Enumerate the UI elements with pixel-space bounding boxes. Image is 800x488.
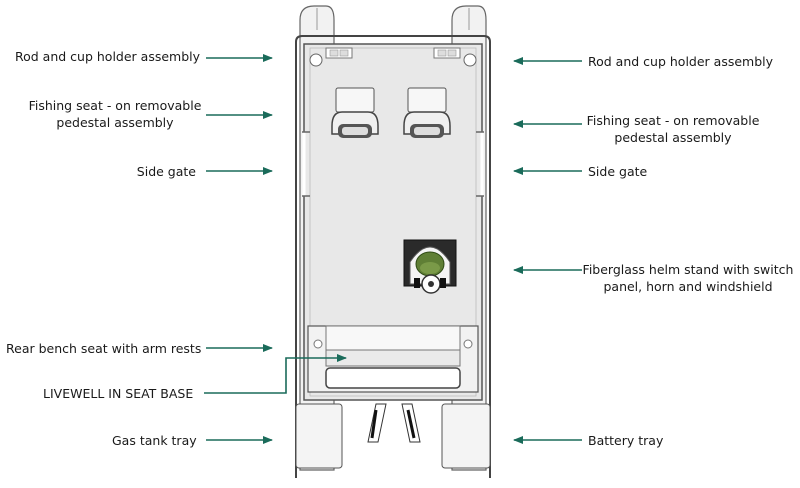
label-livewell: LIVEWELL IN SEAT BASE xyxy=(43,386,194,401)
label-rod-holder-right: Rod and cup holder assembly xyxy=(588,54,774,69)
arrow-livewell xyxy=(204,354,347,394)
fishing-seat-left xyxy=(331,87,379,138)
label-fishing-seat-right-line1: Fishing seat - on removable xyxy=(586,113,760,128)
label-fishing-seat-right-line2: pedestal assembly xyxy=(614,130,732,145)
side-gate-right xyxy=(476,131,484,197)
label-fishing-seat-left-line1: Fishing seat - on removable xyxy=(28,98,202,113)
motor-mount xyxy=(367,403,421,443)
rear-bench-seat xyxy=(307,325,479,393)
label-helm-line1: Fiberglass helm stand with switch xyxy=(582,262,794,277)
battery-tray xyxy=(441,403,491,469)
label-helm-line2: panel, horn and windshield xyxy=(603,279,773,294)
label-battery-tray: Battery tray xyxy=(588,433,664,448)
label-rear-bench: Rear bench seat with arm rests xyxy=(6,341,202,356)
label-side-gate-right: Side gate xyxy=(588,164,648,179)
label-helm: Fiberglass helm stand with switch panel,… xyxy=(580,261,796,295)
fishing-seat-right xyxy=(403,87,451,138)
label-side-gate-left: Side gate xyxy=(136,164,196,179)
label-gas-tray: Gas tank tray xyxy=(112,433,197,448)
side-gate-left xyxy=(302,131,310,197)
hull-frame xyxy=(295,35,491,478)
callout-arrows xyxy=(204,54,582,444)
gas-tank-tray xyxy=(295,403,343,469)
helm-stand xyxy=(403,239,457,294)
label-fishing-seat-right: Fishing seat - on removable pedestal ass… xyxy=(578,112,768,146)
label-rod-holder-left: Rod and cup holder assembly xyxy=(15,49,201,64)
label-fishing-seat-left-line2: pedestal assembly xyxy=(56,115,174,130)
label-fishing-seat-left: Fishing seat - on removable pedestal ass… xyxy=(20,97,210,131)
rod-cup-holder-right xyxy=(433,47,477,67)
rod-cup-holder-left xyxy=(309,47,353,67)
